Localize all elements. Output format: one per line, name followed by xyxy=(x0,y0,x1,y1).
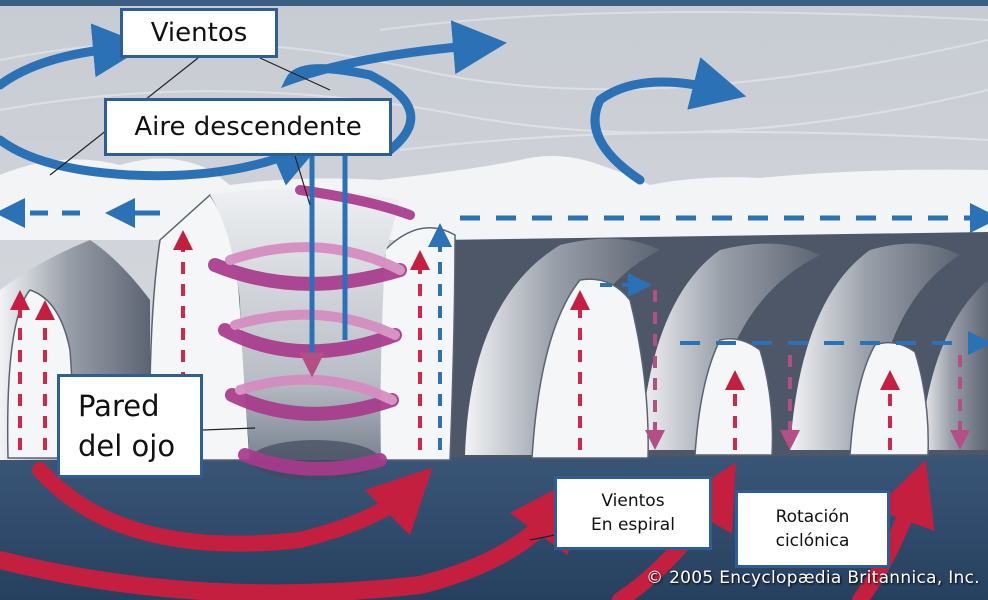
label-vientos: Vientos xyxy=(120,8,278,58)
upper-wind-arrow-icon xyxy=(0,20,747,186)
spiral-ribbon-icon xyxy=(208,185,415,476)
label-pared-del-ojo: Pared del ojo xyxy=(57,374,203,478)
label-vientos-text: Vientos xyxy=(150,18,248,48)
top-border xyxy=(0,0,988,6)
label-pared-line1: Pared xyxy=(78,389,160,423)
label-vientos-en-espiral: Vientos En espiral xyxy=(554,476,712,550)
label-rotacion-line2: ciclónica xyxy=(775,531,850,551)
copyright-credit: © 2005 Encyclopædia Britannica, Inc. xyxy=(646,568,980,588)
label-aire-descendente: Aire descendente xyxy=(104,98,392,156)
descending-air-arrows xyxy=(299,155,348,378)
label-rotacion-ciclonica: Rotación ciclónica xyxy=(735,490,890,568)
label-rotacion-line1: Rotación xyxy=(775,507,850,527)
label-espiral-line1: Vientos xyxy=(601,491,665,511)
label-pared-line2: del ojo xyxy=(78,429,176,463)
rain-tower-1 xyxy=(531,278,649,459)
downdraft-arrow-icon xyxy=(600,273,970,450)
label-espiral-line2: En espiral xyxy=(591,515,675,535)
outflow-dashed-arrow-icon xyxy=(0,198,988,355)
rain-band-4 xyxy=(920,280,988,450)
label-aire-descendente-text: Aire descendente xyxy=(134,112,362,142)
updraft-arrow-icon xyxy=(10,223,900,450)
